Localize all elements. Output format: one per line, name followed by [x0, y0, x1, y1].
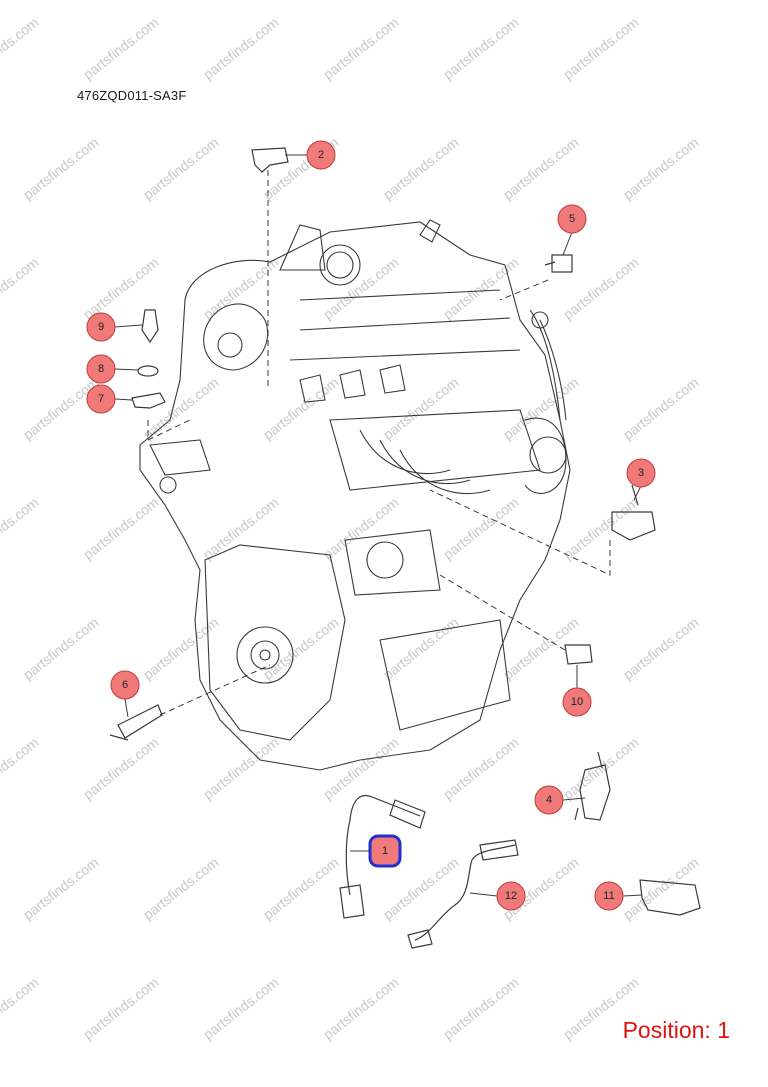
part-4-valve: [574, 751, 611, 821]
callout-5[interactable]: [557, 204, 587, 234]
diagram-code: 476ZQD011-SA3F: [77, 88, 187, 103]
part-5-switch: [544, 254, 573, 273]
callout-7[interactable]: [86, 384, 116, 414]
callout-9-label[interactable]: 9: [97, 321, 105, 333]
callout-2-label[interactable]: 2: [317, 149, 325, 161]
callout-6[interactable]: [110, 670, 140, 700]
callout-4[interactable]: [534, 785, 564, 815]
callout-markers[interactable]: [86, 140, 656, 911]
leader-lines: [147, 170, 611, 716]
part-10-sensor: [564, 644, 593, 665]
callout-10-label[interactable]: 10: [570, 696, 584, 708]
callout-10[interactable]: [562, 687, 592, 717]
callout-8-label[interactable]: 8: [97, 363, 105, 375]
callout-1-selected[interactable]: [368, 834, 402, 868]
part-1-oxygen-sensor: [345, 795, 421, 896]
part-6-sensor: [109, 704, 163, 741]
part-3-sensor: [611, 484, 656, 541]
callout-9[interactable]: [86, 312, 116, 342]
part-7-bracket: [131, 392, 166, 409]
callout-1-label[interactable]: 1: [381, 845, 389, 857]
callout-12[interactable]: [496, 881, 526, 911]
callout-5-label[interactable]: 5: [568, 213, 576, 225]
part-2-sensor: [251, 147, 289, 173]
part-8-oring: [137, 365, 159, 377]
callout-3-label[interactable]: 3: [637, 467, 645, 479]
position-label: Position: 1: [622, 1017, 730, 1043]
callout-6-label[interactable]: 6: [121, 679, 129, 691]
parts: [109, 147, 701, 949]
part-11-bracket: [639, 879, 701, 916]
callout-4-label[interactable]: 4: [545, 794, 553, 806]
callout-2[interactable]: [306, 140, 336, 170]
callout-11-label[interactable]: 11: [603, 890, 615, 902]
callout-3[interactable]: [626, 458, 656, 488]
engine-block: [139, 219, 571, 771]
callout-11[interactable]: [594, 881, 624, 911]
callout-12-label[interactable]: 12: [504, 890, 518, 902]
callout-connectors: [114, 154, 643, 897]
part-9-sensor: [141, 309, 159, 344]
part-12-oxygen-sensor: [414, 844, 516, 941]
callout-7-label[interactable]: 7: [97, 393, 105, 405]
callout-8[interactable]: [86, 354, 116, 384]
